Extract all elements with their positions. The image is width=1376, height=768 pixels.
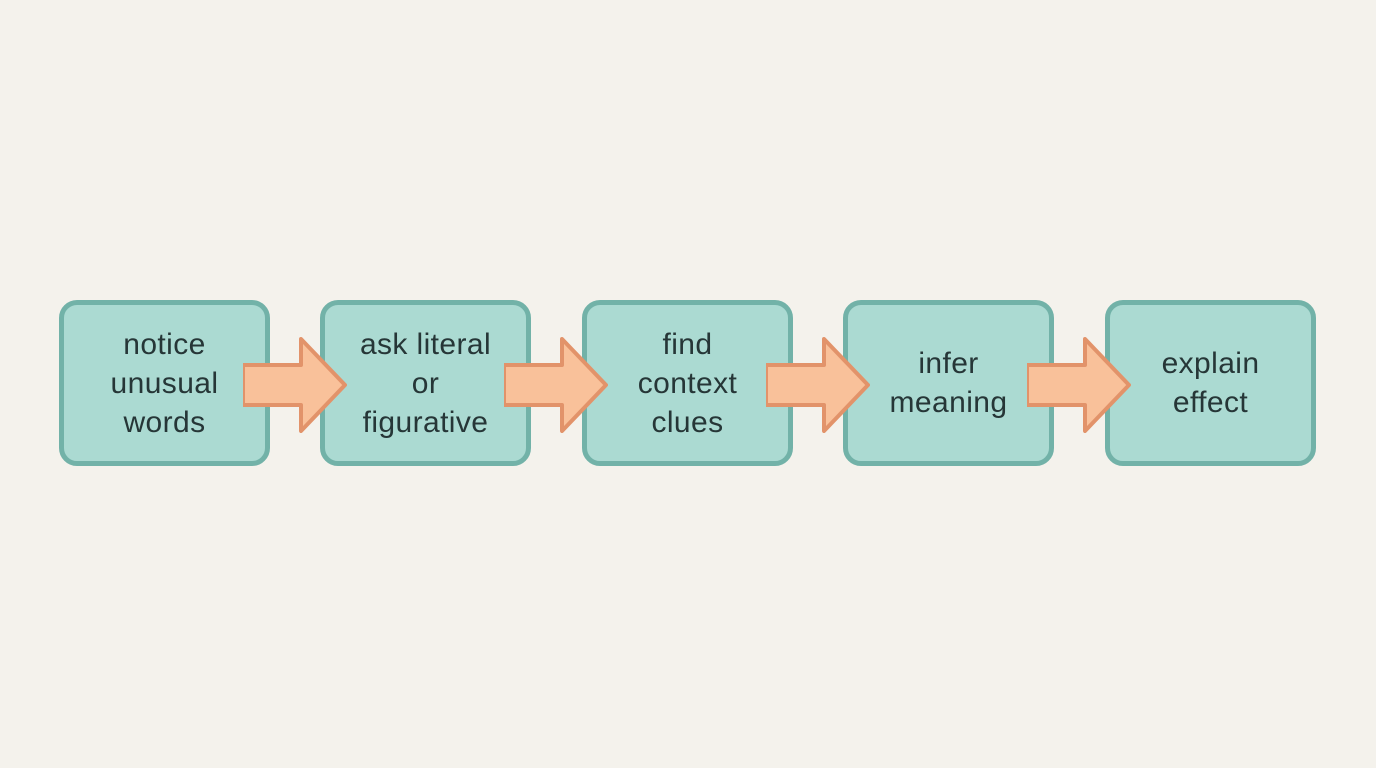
step-label: explain effect [1161,347,1260,419]
arrow-right-shape [243,337,347,433]
arrow-right-shape [504,337,608,433]
step-box-ask-literal-or-figurative: ask literal or figurative [320,300,531,466]
arrow-right-shape [766,337,870,433]
step-box-infer-meaning: infer meaning [843,300,1054,466]
step-box-notice-unusual-words: notice unusual words [59,300,270,466]
step-box-explain-effect: explain effect [1105,300,1316,466]
step-box-find-context-clues: find context clues [582,300,793,466]
step-label: infer meaning [889,347,1008,419]
arrow-right-shape [1027,337,1131,433]
step-label: ask literal or figurative [359,327,492,439]
step-label: notice unusual words [110,327,219,439]
arrow-right-icon [1027,337,1131,433]
arrow-right-icon [243,337,347,433]
arrow-right-icon [504,337,608,433]
arrow-right-icon [766,337,870,433]
step-label: find context clues [637,327,738,439]
